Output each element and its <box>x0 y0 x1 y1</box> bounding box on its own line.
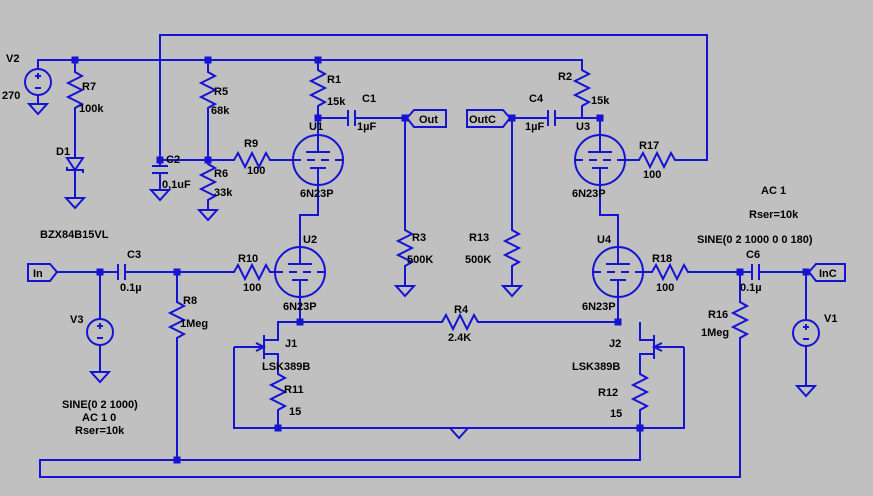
port-flag-in[interactable] <box>27 263 59 282</box>
value-U4[interactable]: 6N23P <box>582 301 616 313</box>
port-label-outc[interactable]: OutC <box>469 114 496 126</box>
attr-V1-line3[interactable]: SINE(0 2 1000 0 0 180) <box>697 234 813 246</box>
label-R6[interactable]: R6 <box>214 168 228 180</box>
label-U4[interactable]: U4 <box>597 234 612 246</box>
value-R13[interactable]: 500K <box>465 254 491 266</box>
value-R6[interactable]: 33k <box>214 187 233 199</box>
label-C4[interactable]: C4 <box>529 93 544 105</box>
label-V2[interactable]: V2 <box>6 53 19 65</box>
junction-dots <box>71 56 810 464</box>
value-R12[interactable]: 15 <box>610 408 622 420</box>
label-R2[interactable]: R2 <box>558 71 572 83</box>
value-R8[interactable]: 1Meg <box>180 318 208 330</box>
value-R17[interactable]: 100 <box>643 169 661 181</box>
value-J2[interactable]: LSK389B <box>572 361 620 373</box>
label-R4[interactable]: R4 <box>454 304 469 316</box>
value-R2[interactable]: 15k <box>591 95 610 107</box>
port-flag-inc[interactable] <box>807 263 846 282</box>
label-C2[interactable]: C2 <box>166 154 180 166</box>
label-C6[interactable]: C6 <box>746 249 760 261</box>
label-R11[interactable]: R11 <box>284 384 304 396</box>
label-U1[interactable]: U1 <box>309 121 323 133</box>
label-J1[interactable]: J1 <box>285 338 297 350</box>
attr-V1-line1[interactable]: AC 1 <box>761 185 786 197</box>
label-R17[interactable]: R17 <box>639 140 659 152</box>
port-flags <box>27 109 846 282</box>
value-C6[interactable]: 0.1µ <box>740 282 762 294</box>
value-C4[interactable]: 1µF <box>525 121 544 133</box>
port-label-inc[interactable]: InC <box>819 268 837 280</box>
label-R13[interactable]: R13 <box>469 232 489 244</box>
label-D1[interactable]: D1 <box>56 146 70 158</box>
value-J1[interactable]: LSK389B <box>262 361 310 373</box>
label-R12[interactable]: R12 <box>598 387 618 399</box>
label-R16[interactable]: R16 <box>708 309 728 321</box>
label-V1[interactable]: V1 <box>824 313 837 325</box>
port-flag-outc[interactable] <box>466 109 512 128</box>
label-R9[interactable]: R9 <box>244 138 258 150</box>
value-V2[interactable]: 270 <box>2 90 20 102</box>
value-C2[interactable]: 0,1uF <box>162 179 191 191</box>
label-J2[interactable]: J2 <box>609 338 621 350</box>
value-C1[interactable]: 1µF <box>357 121 376 133</box>
label-R5[interactable]: R5 <box>214 86 228 98</box>
value-R1[interactable]: 15k <box>327 96 346 108</box>
value-R11[interactable]: 15 <box>289 406 301 418</box>
attr-V3-line2[interactable]: AC 1 0 <box>82 412 116 424</box>
value-U1[interactable]: 6N23P <box>300 188 334 200</box>
value-R4[interactable]: 2.4K <box>448 332 471 344</box>
attr-V3-line3[interactable]: Rser=10k <box>75 425 125 437</box>
value-R16[interactable]: 1Meg <box>701 327 729 339</box>
value-D1[interactable]: BZX84B15VL <box>40 229 109 241</box>
value-R9[interactable]: 100 <box>247 165 265 177</box>
value-U3[interactable]: 6N23P <box>572 188 606 200</box>
label-C3[interactable]: C3 <box>127 249 141 261</box>
value-R10[interactable]: 100 <box>243 282 261 294</box>
label-R18[interactable]: R18 <box>652 253 672 265</box>
value-U2[interactable]: 6N23P <box>283 301 317 313</box>
label-V3[interactable]: V3 <box>70 314 83 326</box>
label-R3[interactable]: R3 <box>412 232 426 244</box>
port-label-out[interactable]: Out <box>419 114 438 126</box>
label-U2[interactable]: U2 <box>303 234 317 246</box>
label-R10[interactable]: R10 <box>238 253 258 265</box>
value-R3[interactable]: 500K <box>407 254 433 266</box>
value-R7[interactable]: 100k <box>79 103 104 115</box>
label-U3[interactable]: U3 <box>576 121 590 133</box>
labels: V2 270 R7 100k D1 BZX84B15VL C2 0,1uF R5… <box>2 53 837 437</box>
label-R8[interactable]: R8 <box>183 295 197 307</box>
label-R1[interactable]: R1 <box>327 74 341 86</box>
port-label-in[interactable]: In <box>33 268 43 280</box>
value-R18[interactable]: 100 <box>656 282 674 294</box>
value-R5[interactable]: 68k <box>211 105 230 117</box>
attr-V3-line1[interactable]: SINE(0 2 1000) <box>62 399 138 411</box>
attr-V1-line2[interactable]: Rser=10k <box>749 209 799 221</box>
port-flag-out[interactable] <box>405 109 447 128</box>
value-C3[interactable]: 0.1µ <box>120 282 142 294</box>
label-R7[interactable]: R7 <box>82 81 96 93</box>
label-C1[interactable]: C1 <box>362 93 376 105</box>
